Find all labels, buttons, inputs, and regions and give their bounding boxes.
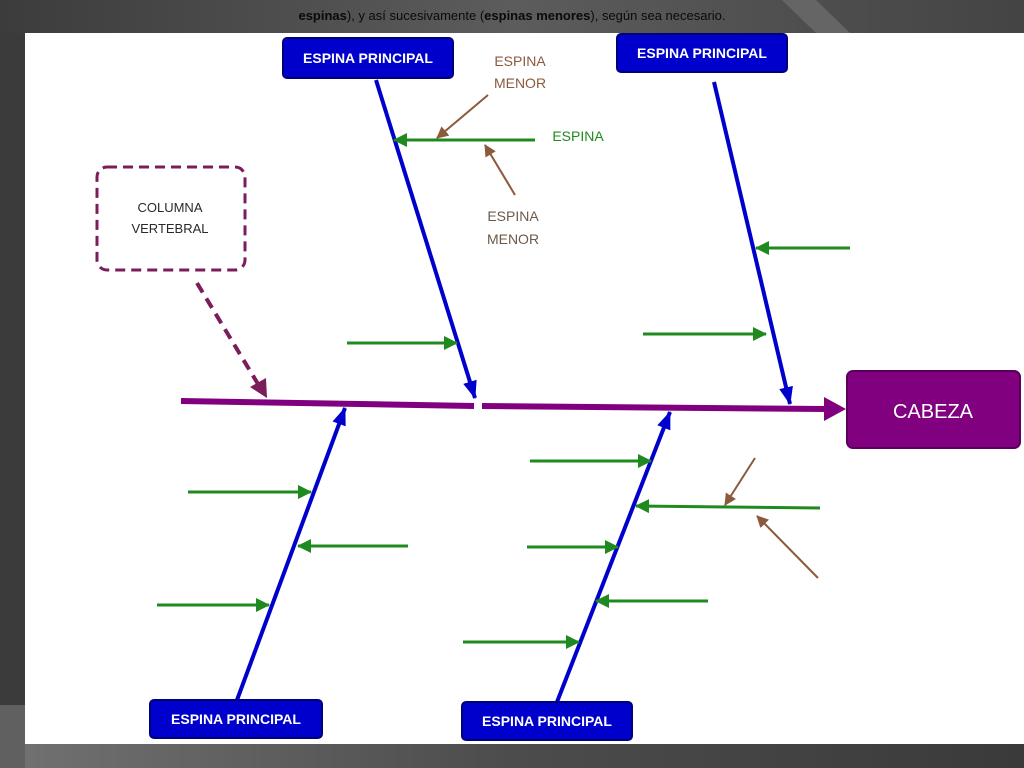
head-box-shape [846, 370, 1021, 449]
main-bone-label: ESPINA PRINCIPAL [637, 45, 767, 61]
minor-bone-label-lower: ESPINA MENOR [487, 208, 539, 247]
main-bone-line [712, 81, 793, 405]
minor-bone-arrow [756, 515, 819, 579]
spine-callout: COLUMNA VERTEBRAL [95, 165, 267, 398]
caption-bold-term: espinas [298, 8, 347, 23]
main-bone-box-shape [282, 37, 454, 79]
slide-caption: espinas), y así sucesivamente (espinas m… [0, 8, 1024, 23]
main-bone-label: ESPINA PRINCIPAL [482, 713, 612, 729]
minor-bone-label-line: MENOR [494, 75, 546, 91]
main-bone-label: ESPINA PRINCIPAL [303, 50, 433, 66]
background-diagonal-band [782, 0, 850, 33]
bones [157, 133, 850, 649]
head-label: CABEZA [893, 401, 974, 423]
spine-callout-arrowhead [250, 378, 267, 398]
minor-bone-label-line: ESPINA [494, 53, 546, 69]
minor-bone-arrow [436, 94, 489, 139]
spine [180, 397, 846, 421]
main-bone-line [555, 411, 672, 703]
background-corner [0, 705, 25, 768]
bone-arrow [635, 499, 821, 514]
spine-segment [180, 398, 475, 409]
spine-callout-line: COLUMNA [137, 200, 202, 215]
caption-text-end: ), según sea necesario. [590, 8, 726, 23]
spine-callout-pointer [195, 281, 260, 386]
minor-bones [436, 94, 819, 579]
bone-label: ESPINA [552, 128, 604, 144]
main-bone-label: ESPINA PRINCIPAL [171, 711, 301, 727]
background-bottom-strip [0, 744, 1024, 768]
minor-bone-label-line: ESPINA [487, 208, 539, 224]
minor-bone-label-upper: ESPINA MENOR [494, 53, 546, 91]
caption-bold-term-minor: espinas menores [484, 8, 591, 23]
minor-bone-label-line: MENOR [487, 231, 539, 247]
main-bone-box: ESPINA PRINCIPAL [616, 33, 788, 73]
main-bone-line [374, 79, 477, 399]
background-top-strip [0, 0, 1024, 33]
main-bone-line [235, 407, 347, 701]
head-box: CABEZA [846, 370, 1021, 449]
main-bone-box-shape [461, 701, 633, 741]
main-bone-box-shape [616, 33, 788, 73]
minor-bone-arrow [484, 144, 516, 196]
main-bone-box: ESPINA PRINCIPAL [282, 37, 454, 79]
main-bone-box-shape [149, 699, 323, 739]
main-bone-box: ESPINA PRINCIPAL [461, 701, 633, 741]
spine-callout-box [95, 165, 247, 272]
caption-text: ), y así sucesivamente ( [346, 8, 485, 23]
spine-callout-line: VERTEBRAL [131, 221, 208, 236]
main-bones [235, 79, 793, 703]
spine-segment [481, 403, 827, 412]
minor-bone-arrow [724, 457, 756, 506]
main-bone-box: ESPINA PRINCIPAL [149, 699, 323, 739]
spine-arrowhead [824, 397, 846, 421]
